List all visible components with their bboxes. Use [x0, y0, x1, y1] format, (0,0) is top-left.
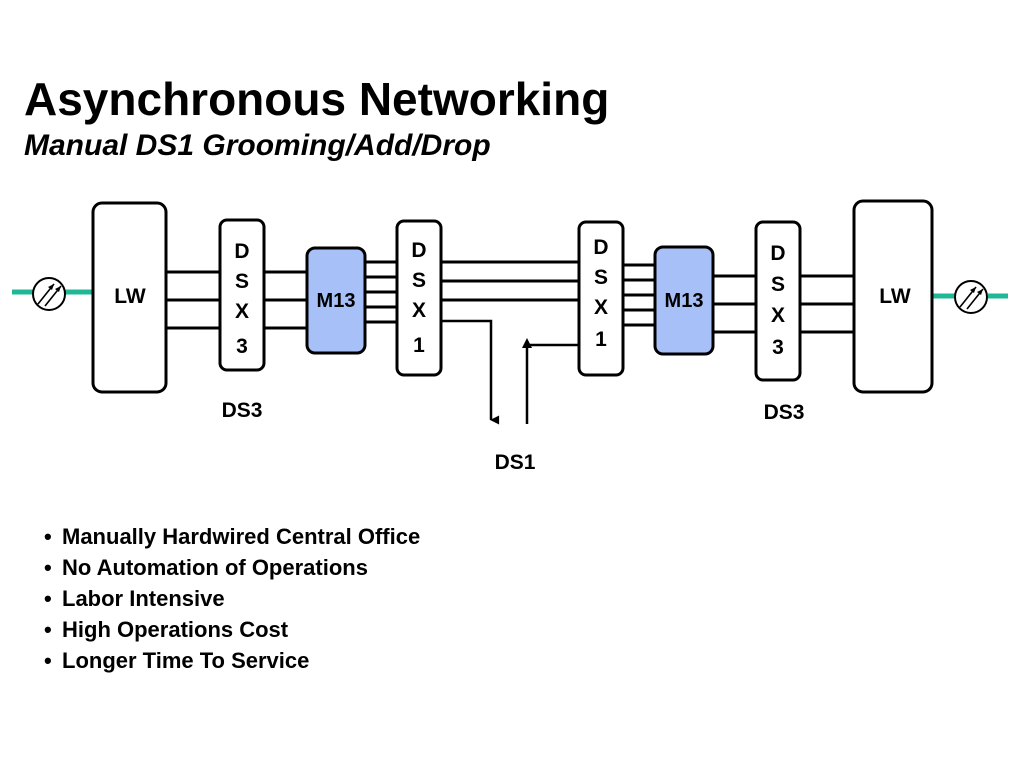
dsx3-left-letter-2: S: [235, 270, 249, 293]
dsx1-panel-left: D S X 1: [395, 219, 443, 377]
ds3-label-left: DS3: [222, 399, 263, 422]
bullet-item: •Longer Time To Service: [44, 648, 310, 673]
network-diagram: LW D S X 3 M13 D S X 1 D S X 1 M13 D S X: [12, 199, 1008, 474]
dsx1-left-letter-4: 1: [413, 334, 425, 357]
page-subtitle: Manual DS1 Grooming/Add/Drop: [24, 129, 491, 162]
dsx1-panel-right: D S X 1: [577, 220, 625, 377]
dsx3-right-letter-1: D: [770, 242, 785, 265]
ds3-label-right: DS3: [764, 401, 805, 424]
dsx1-right-letter-2: S: [594, 266, 608, 289]
dsx1-right-letter-3: X: [594, 296, 608, 319]
ds1-add-line: [525, 343, 579, 424]
optical-connector-icon-right: [954, 280, 988, 314]
dsx1-left-letter-3: X: [412, 299, 426, 322]
bullet-text: High Operations Cost: [62, 617, 289, 642]
dsx1-left-letter-1: D: [411, 239, 426, 262]
dsx3-panel-left: D S X 3: [218, 218, 266, 372]
bullet-text: Labor Intensive: [62, 586, 225, 611]
bullet-item: •Labor Intensive: [44, 586, 225, 611]
optical-connector-icon-left: [32, 277, 66, 311]
dsx3-left-letter-4: 3: [236, 335, 248, 358]
bullet-text: Longer Time To Service: [62, 648, 310, 673]
dsx3-right-letter-4: 3: [772, 336, 784, 359]
m13-label-left: M13: [317, 290, 356, 312]
dsx1-right-letter-4: 1: [595, 328, 607, 351]
lw-label-left: LW: [114, 285, 146, 308]
bullet-list: •Manually Hardwired Central Office •No A…: [44, 521, 420, 676]
bullet-text: Manually Hardwired Central Office: [62, 524, 421, 549]
bullet-item: •Manually Hardwired Central Office: [44, 524, 421, 549]
dsx1-right-letter-1: D: [593, 236, 608, 259]
dsx3-right-letter-3: X: [771, 304, 785, 327]
lw-terminal-right: LW: [852, 199, 934, 394]
page-title: Asynchronous Networking: [24, 73, 610, 125]
dsx1-left-letter-2: S: [412, 269, 426, 292]
m13-label-right: M13: [665, 290, 704, 312]
lw-terminal-left: LW: [91, 201, 168, 394]
connection-lines: [166, 260, 854, 334]
dsx3-left-letter-1: D: [234, 240, 249, 263]
dsx3-right-letter-2: S: [771, 273, 785, 296]
lw-label-right: LW: [879, 285, 911, 308]
m13-multiplexer-right: M13: [653, 245, 715, 356]
bullet-item: •High Operations Cost: [44, 617, 289, 642]
bullet-text: No Automation of Operations: [62, 555, 368, 580]
m13-multiplexer-left: M13: [305, 246, 367, 355]
dsx3-panel-right: D S X 3: [754, 220, 802, 382]
dsx3-left-letter-3: X: [235, 300, 249, 323]
ds1-add-arrowhead: [522, 338, 532, 348]
ds1-label: DS1: [495, 451, 536, 474]
bullet-item: •No Automation of Operations: [44, 555, 368, 580]
ds1-drop-line: [441, 319, 500, 425]
